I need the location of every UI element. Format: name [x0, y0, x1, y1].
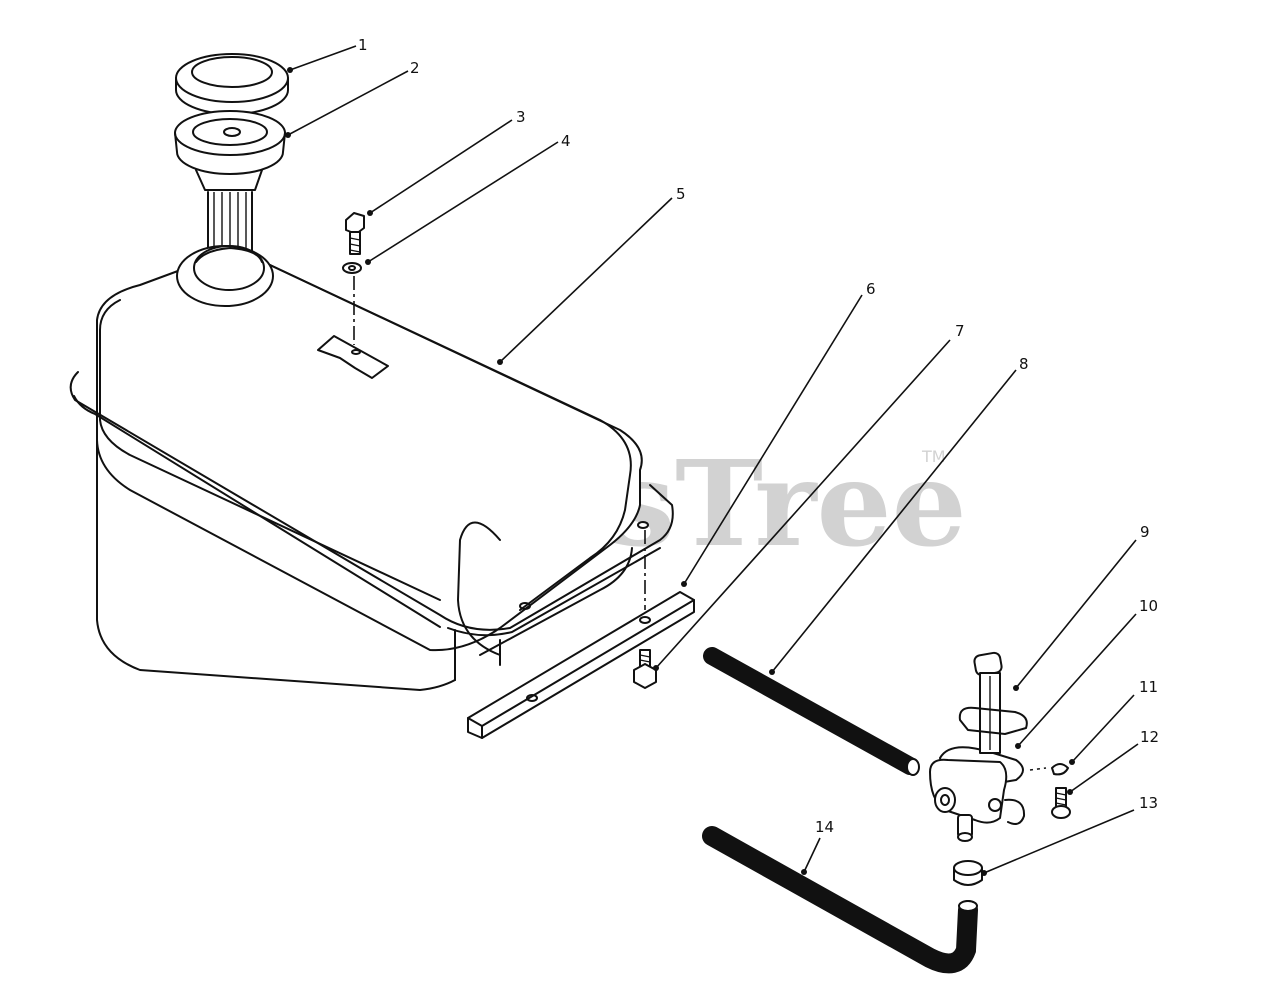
callout-12-label: 12 — [1140, 728, 1159, 746]
callout-1-label: 1 — [358, 36, 368, 54]
callout-12: 12 — [1067, 728, 1159, 795]
callout-14: 14 — [801, 818, 834, 875]
callout-11-label: 11 — [1139, 678, 1158, 696]
part-9-10-fuel-shutoff-valve — [929, 651, 1028, 842]
callout-group: 1 2 3 4 5 6 7 — [285, 36, 1159, 876]
callout-14-label: 14 — [815, 818, 834, 836]
callout-3: 3 — [367, 108, 526, 216]
callout-13-label: 13 — [1139, 794, 1158, 812]
callout-8-label: 8 — [1019, 355, 1029, 373]
watermark-trademark: TM — [921, 447, 946, 466]
callout-11: 11 — [1069, 678, 1158, 765]
callout-9: 9 — [1013, 523, 1150, 691]
part-3-bolt — [345, 212, 365, 255]
part-11-lock-washer — [1029, 763, 1069, 776]
callout-1: 1 — [287, 36, 368, 73]
part-4-washer — [342, 262, 362, 345]
callout-5: 5 — [497, 185, 686, 365]
part-12-screw — [1051, 787, 1071, 819]
callout-10-label: 10 — [1139, 597, 1158, 615]
callout-5-label: 5 — [676, 185, 686, 203]
part-7-screw — [633, 649, 657, 689]
callout-4-label: 4 — [561, 132, 571, 150]
callout-6: 6 — [681, 280, 876, 587]
callout-8: 8 — [769, 355, 1029, 675]
callout-3-label: 3 — [516, 108, 526, 126]
part-14-fuel-line-bent — [702, 826, 978, 974]
part-6-bracket — [467, 530, 695, 739]
callout-9-label: 9 — [1140, 523, 1150, 541]
callout-2: 2 — [285, 59, 420, 138]
callout-10: 10 — [1015, 597, 1158, 749]
part-13-hose-clamp — [953, 860, 983, 886]
part-2-fuel-cap — [174, 110, 286, 266]
callout-7: 7 — [653, 322, 965, 671]
part-1-cap-gasket — [175, 53, 289, 115]
callout-13: 13 — [981, 794, 1158, 876]
part-8-fuel-hose — [703, 647, 920, 776]
callout-2-label: 2 — [410, 59, 420, 77]
callout-6-label: 6 — [866, 280, 876, 298]
callout-4: 4 — [365, 132, 571, 265]
part-5-fuel-tank — [69, 245, 674, 691]
callout-7-label: 7 — [955, 322, 965, 340]
